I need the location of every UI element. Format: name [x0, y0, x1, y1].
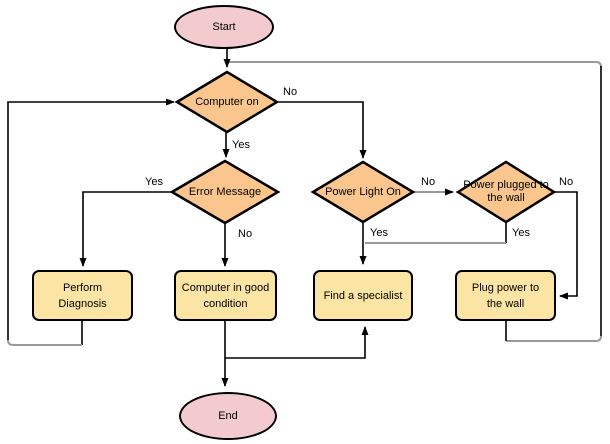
node-good-condition[interactable]: Computer in good condition: [174, 270, 277, 321]
edge-label-computer-on-yes: Yes: [232, 139, 250, 151]
edge-label-power-plugged-no: No: [559, 176, 574, 188]
decision-power-plugged-shape: [455, 160, 557, 224]
edge-label-error-yes: Yes: [145, 176, 163, 188]
edge-diagnosis-loop-bottom: [7, 339, 82, 346]
edge-branch-find-specialist: [225, 326, 369, 359]
node-good-condition-label: Computer in good condition: [181, 281, 270, 310]
edge-label-error-no: No: [238, 228, 253, 240]
node-end[interactable]: End: [179, 392, 277, 440]
node-start-label: Start: [212, 20, 236, 33]
edge-plugpower-loop-top: [228, 61, 602, 68]
node-start[interactable]: Start: [174, 5, 274, 49]
node-find-specialist-label: Find a specialist: [323, 289, 403, 302]
node-error-message-label: Error Message: [188, 185, 262, 198]
edge-error-yes: [79, 191, 172, 267]
node-plug-power[interactable]: Plug power to the wall: [455, 270, 556, 321]
node-computer-on-label: Computer on: [195, 95, 259, 108]
edge-plugpower-loop-bottom: [506, 335, 602, 342]
edge-label-computer-on-no: No: [283, 86, 298, 98]
node-power-light-on-label: Power Light On: [325, 185, 401, 198]
decision-computer-on-shape: [174, 70, 280, 134]
node-perform-diagnosis[interactable]: Perform Diagnosis: [32, 270, 133, 321]
node-power-light-on[interactable]: Power Light On: [313, 176, 413, 208]
decision-power-light-shape: [310, 160, 416, 224]
node-end-label: End: [218, 409, 238, 422]
node-error-message[interactable]: Error Message: [172, 176, 278, 208]
node-plug-power-label: Plug power to the wall: [471, 281, 540, 310]
node-power-plugged[interactable]: Power plugged to the wall: [461, 177, 551, 207]
node-computer-on[interactable]: Computer on: [177, 86, 277, 118]
edge-diagnosis-loop-left: [7, 98, 175, 340]
decision-error-message-shape: [169, 159, 281, 225]
edge-label-power-light-no: No: [421, 176, 436, 188]
node-perform-diagnosis-label: Perform Diagnosis: [58, 281, 107, 310]
edge-computer-on-no: [277, 101, 367, 159]
edge-label-power-plugged-yes: Yes: [512, 227, 530, 239]
node-find-specialist[interactable]: Find a specialist: [313, 270, 413, 321]
edge-label-power-light-yes: Yes: [370, 227, 388, 239]
edge-power-plugged-no: [554, 191, 578, 300]
node-power-plugged-label: Power plugged to the wall: [463, 179, 549, 204]
